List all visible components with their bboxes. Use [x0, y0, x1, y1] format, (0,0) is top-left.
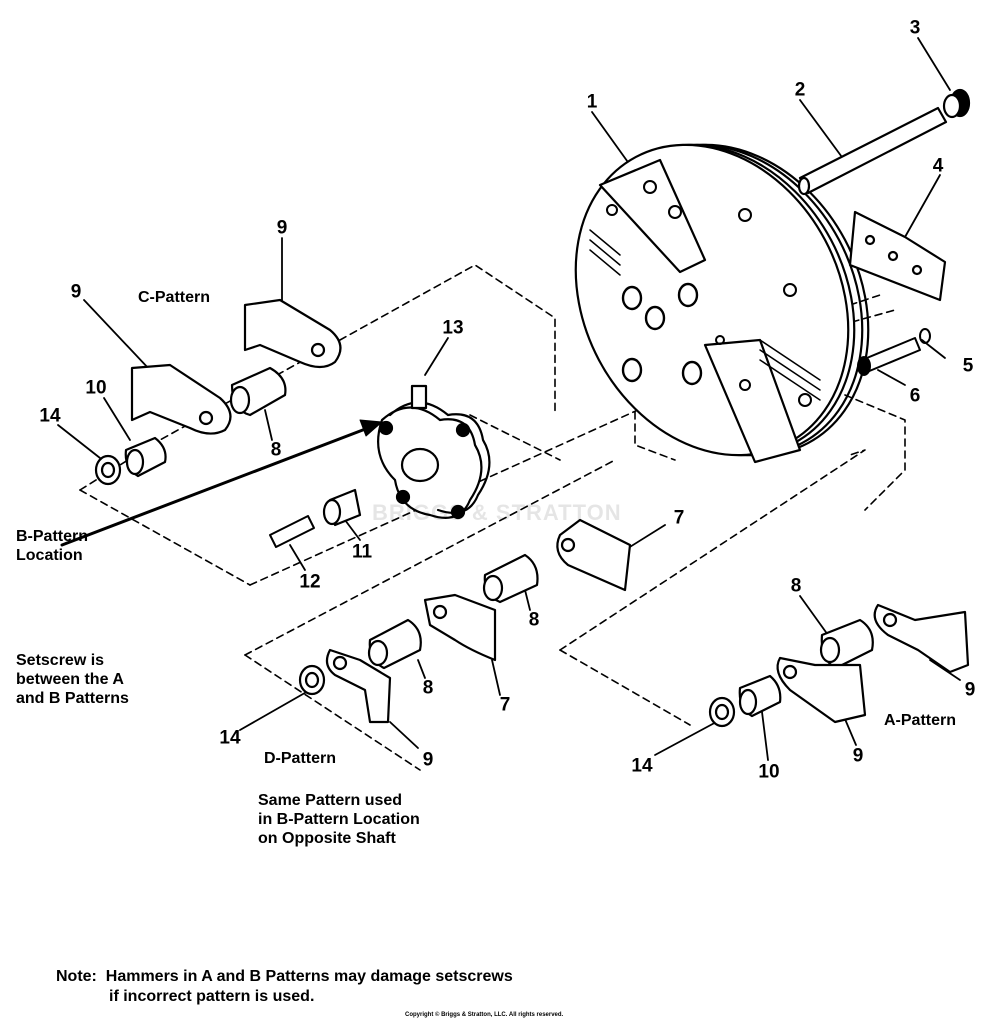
callout-11: 11 — [351, 541, 373, 563]
d-pattern-outline-left — [244, 654, 421, 771]
callout-8c: 8 — [422, 677, 434, 699]
callout-9b: 9 — [70, 281, 82, 303]
same-pattern-line2: in B-Pattern Location — [258, 811, 420, 829]
bottom-note: Note: Hammers in A and B Patterns may da… — [56, 967, 513, 1007]
callout-14c: 14 — [631, 755, 653, 777]
callout-8b: 8 — [528, 609, 540, 631]
note-line1: Note: Hammers in A and B Patterns may da… — [56, 968, 513, 985]
callout-9a: 9 — [276, 217, 288, 239]
setscrew-line1: Setscrew is — [16, 652, 105, 669]
bushing-11 — [322, 488, 362, 527]
same-pattern-line1: Same Pattern used — [258, 792, 403, 809]
callout-1: 1 — [586, 91, 598, 113]
b-pattern-outline-right — [469, 414, 561, 461]
b-pattern-location-line2: Location — [16, 547, 83, 565]
a-pattern-outline-top — [559, 449, 866, 651]
b-pattern-arrow — [60, 419, 383, 547]
callout-13: 13 — [442, 317, 464, 339]
a-pattern-parts — [708, 603, 970, 728]
b-pattern-location-label: B-Pattern Location — [16, 527, 88, 565]
callout-3: 3 — [909, 17, 921, 39]
hub — [377, 384, 491, 520]
callout-10b: 10 — [758, 761, 780, 783]
callout-14b: 14 — [219, 727, 241, 749]
callout-4: 4 — [932, 155, 944, 177]
callout-10a: 10 — [85, 377, 107, 399]
d-pattern-label: D-Pattern — [264, 750, 337, 767]
bolt — [857, 328, 931, 376]
a-pattern-link-right — [844, 394, 906, 511]
same-pattern-line3: on Opposite Shaft — [258, 830, 396, 848]
b-pattern-location-line1: B-Pattern — [16, 528, 89, 545]
callout-2: 2 — [794, 79, 806, 101]
setscrew-line2: between the A — [16, 671, 124, 689]
callout-9d: 9 — [964, 679, 976, 701]
watermark-text: BRIGGS & STRATTON — [372, 500, 622, 525]
d-pattern-parts — [298, 518, 632, 724]
a-pattern-label: A-Pattern — [884, 712, 957, 729]
d-pattern-outline-top — [244, 459, 616, 656]
knife-link-2 — [851, 309, 896, 323]
callout-6: 6 — [909, 385, 921, 407]
shaft — [797, 106, 948, 196]
callout-5: 5 — [962, 355, 974, 377]
c-pattern-label: C-Pattern — [138, 289, 211, 306]
callout-8d: 8 — [790, 575, 802, 597]
key-12 — [269, 515, 315, 548]
a-pattern-link — [634, 399, 676, 461]
c-pattern-outline-bottom — [79, 489, 251, 586]
callout-7a: 7 — [673, 507, 685, 529]
c-pattern-parts — [94, 298, 342, 486]
leader-lines — [57, 37, 961, 761]
copyright-text: Copyright © Briggs & Stratton, LLC. All … — [405, 1012, 564, 1018]
b-pattern-outline — [249, 399, 661, 586]
callout-7b: 7 — [499, 694, 511, 716]
callout-9e: 9 — [852, 745, 864, 767]
same-pattern-note: Same Pattern used in B-Pattern Location … — [258, 791, 420, 849]
note-line2: if incorrect pattern is used. — [109, 988, 315, 1005]
pattern-dashed-outlines — [79, 264, 906, 771]
rotor-assembly — [574, 143, 870, 464]
knife — [848, 210, 947, 302]
a-pattern-outline-left — [559, 649, 691, 726]
callout-14a: 14 — [39, 405, 61, 427]
callout-8a: 8 — [270, 439, 282, 461]
setscrew-note: Setscrew is between the A and B Patterns — [16, 651, 129, 709]
cap — [942, 88, 971, 119]
callout-12: 12 — [299, 571, 321, 593]
callout-9c: 9 — [422, 749, 434, 771]
setscrew-line3: and B Patterns — [16, 690, 129, 708]
